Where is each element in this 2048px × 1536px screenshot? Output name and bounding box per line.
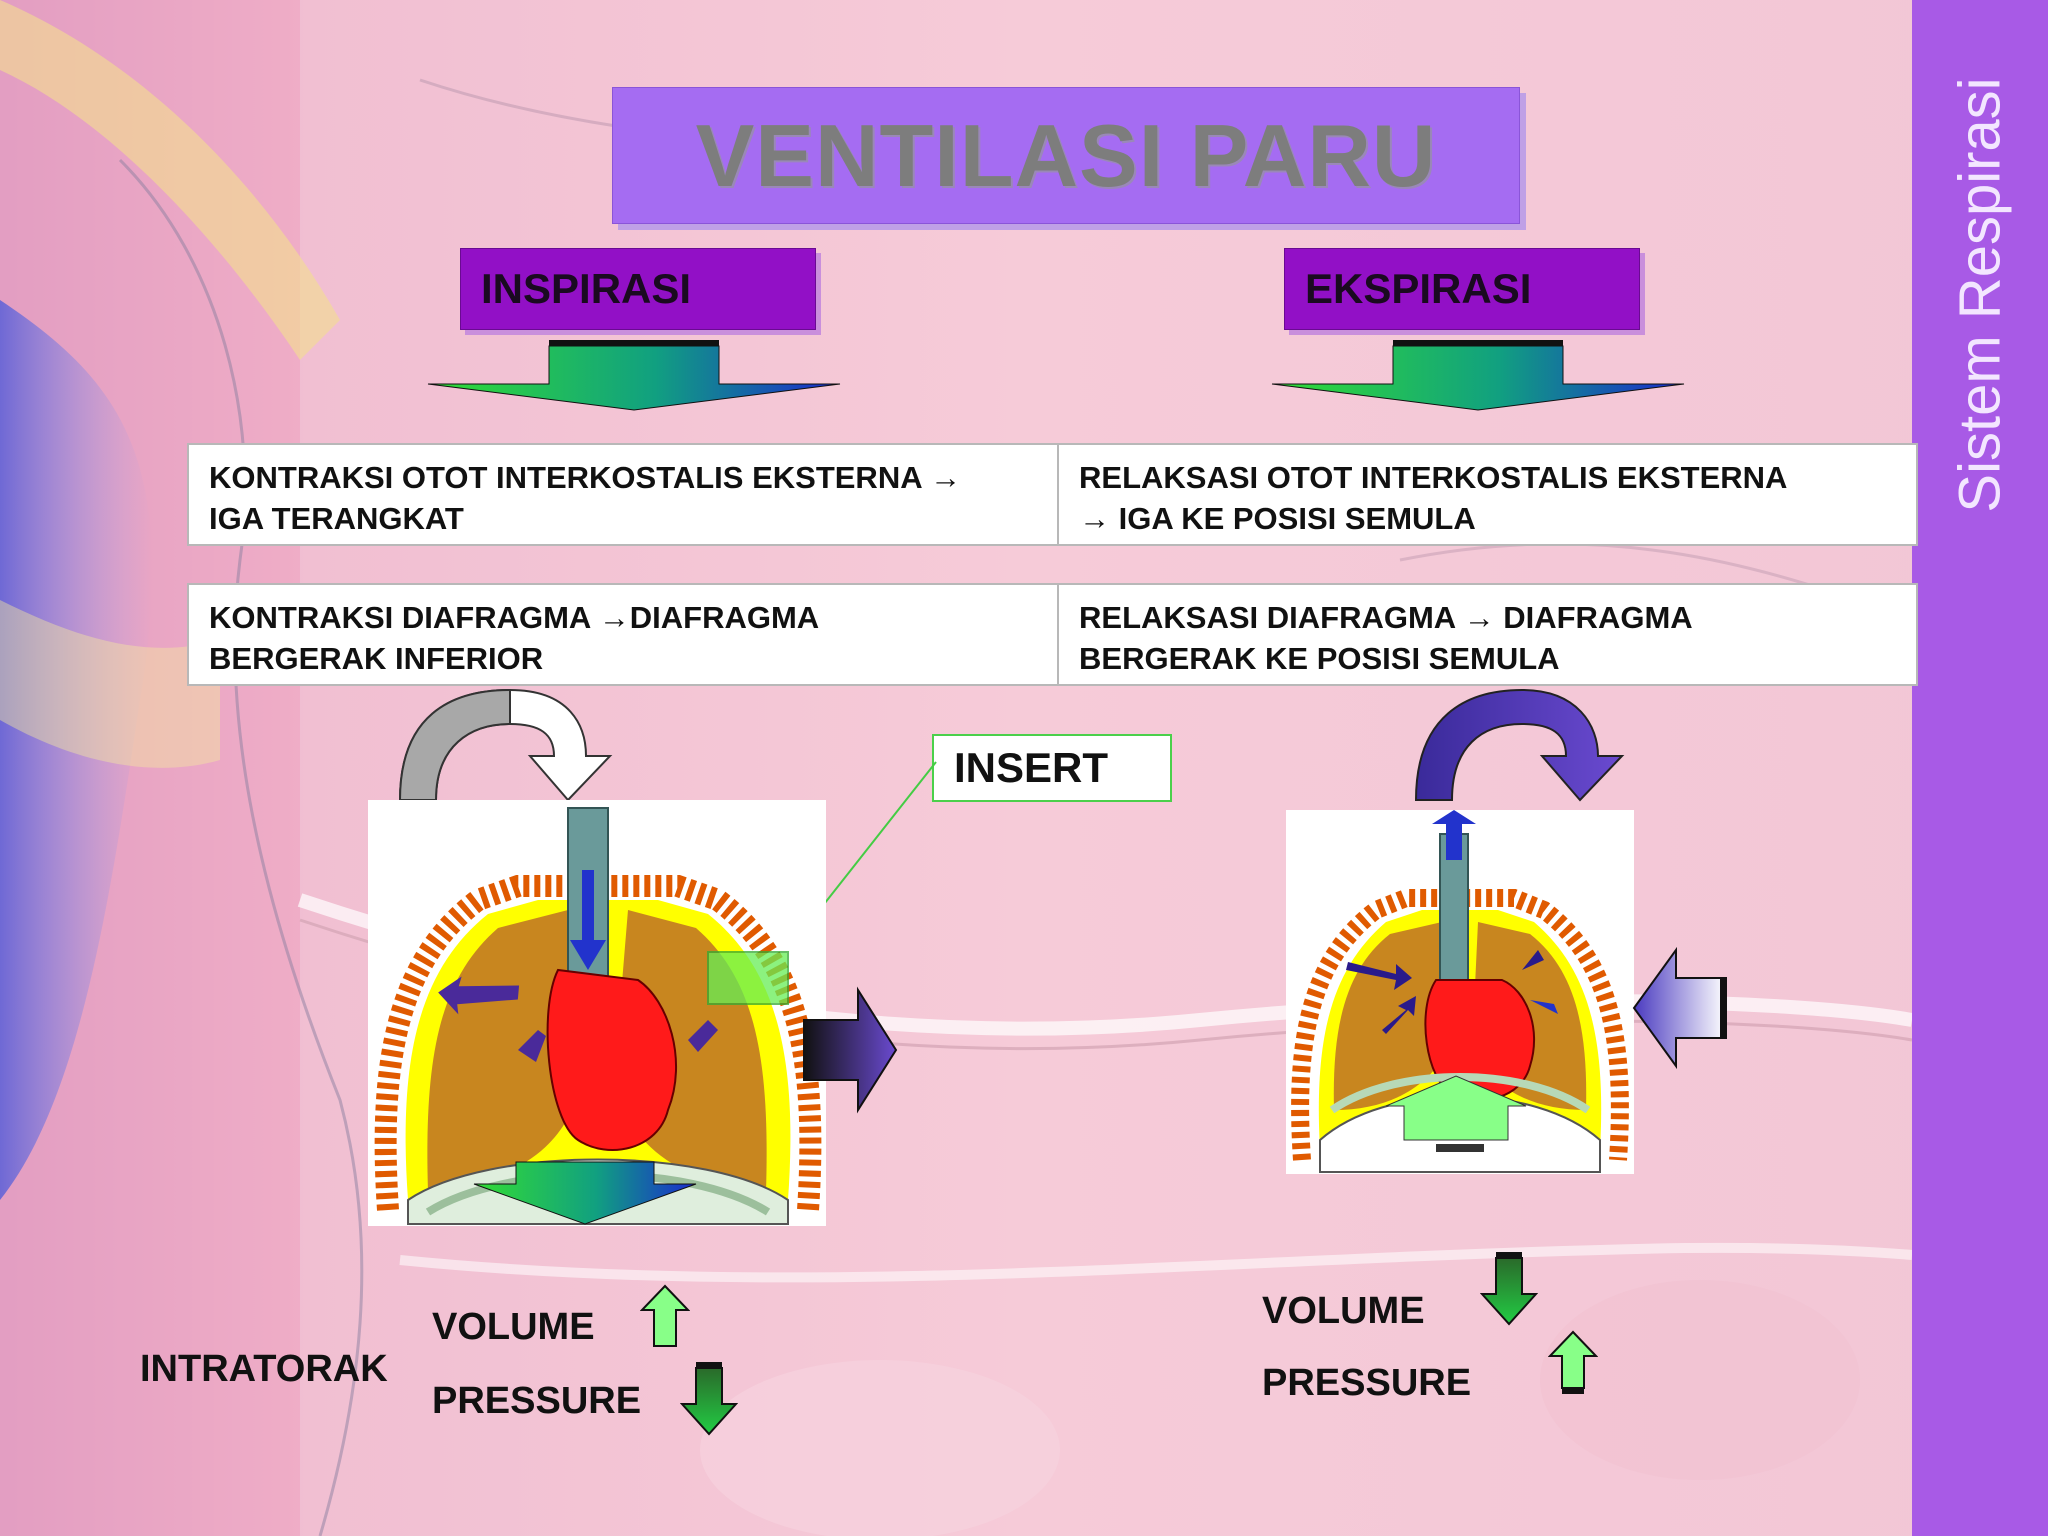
- phase-ekspirasi: EKSPIRASI: [1284, 248, 1640, 330]
- row1-ekspirasi-text: RELAKSASI OTOT INTERKOSTALIS EKSTERNA → …: [1079, 460, 1788, 536]
- insert-label: INSERT: [954, 744, 1109, 791]
- intratorak-label: INTRATORAK: [140, 1348, 388, 1390]
- up-arrow-icon: [640, 1284, 690, 1347]
- pressure-right-label: PRESSURE: [1262, 1362, 1472, 1404]
- insert-label-box: INSERT: [932, 734, 1172, 802]
- thorax-expiration-diagram: [1286, 810, 1634, 1174]
- title-banner: VENTILASI PARU: [612, 87, 1520, 224]
- side-title: Sistem Respirasi: [1947, 77, 2013, 513]
- left-arrow-icon: [1632, 946, 1727, 1070]
- pressure-left-label: PRESSURE: [432, 1380, 642, 1422]
- volume-right-label: VOLUME: [1262, 1290, 1425, 1332]
- up-arrow-icon: [1548, 1330, 1598, 1394]
- curved-arrow-icon: [1414, 688, 1625, 802]
- phase-ekspirasi-label: EKSPIRASI: [1305, 265, 1532, 312]
- down-arrow-icon: [1480, 1252, 1538, 1326]
- curved-arrow-icon: [398, 688, 613, 802]
- volume-left-label: VOLUME: [432, 1306, 595, 1348]
- down-arrow-icon: [427, 340, 841, 411]
- row2-inspirasi-text: KONTRAKSI DIAFRAGMA →DIAFRAGMA BERGERAK …: [189, 585, 1059, 684]
- phase-inspirasi: INSPIRASI: [460, 248, 816, 330]
- row2-ekspirasi-text: RELAKSASI DIAFRAGMA → DIAFRAGMA BERGERAK…: [1079, 600, 1693, 676]
- right-arrow-icon: [803, 986, 898, 1114]
- side-bar: Sistem Respirasi: [1912, 0, 2048, 1536]
- table-row: KONTRAKSI OTOT INTERKOSTALIS EKSTERNA → …: [187, 443, 1918, 546]
- down-arrow-icon: [680, 1362, 738, 1436]
- row1-inspirasi-text: KONTRAKSI OTOT INTERKOSTALIS EKSTERNA → …: [189, 445, 1059, 544]
- down-arrow-icon: [1271, 340, 1685, 411]
- table-row: KONTRAKSI DIAFRAGMA →DIAFRAGMA BERGERAK …: [187, 583, 1918, 686]
- phase-inspirasi-label: INSPIRASI: [481, 265, 692, 312]
- thorax-inspiration-diagram: [368, 800, 826, 1226]
- page-title: VENTILASI PARU: [695, 105, 1437, 205]
